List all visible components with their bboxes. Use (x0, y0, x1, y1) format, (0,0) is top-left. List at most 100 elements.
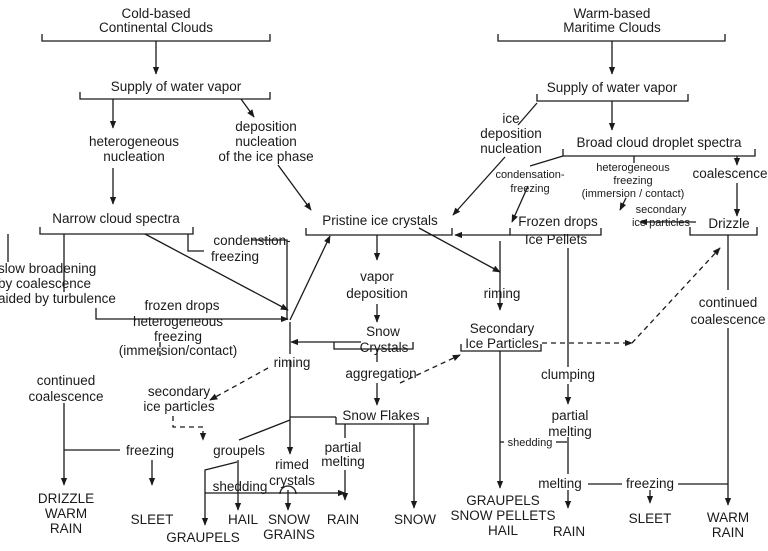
outcome-sleet-right: SLEET (629, 511, 672, 526)
svg-text:riming: riming (484, 286, 521, 301)
node-vapor-deposition: vapor deposition (346, 269, 408, 301)
outcome-snow-grains: SNOW GRAINS (263, 512, 315, 542)
svg-text:melting: melting (548, 424, 592, 439)
svg-text:continued: continued (37, 373, 96, 388)
svg-text:Maritime Clouds: Maritime Clouds (563, 20, 661, 35)
svg-text:GRAINS: GRAINS (263, 527, 315, 542)
svg-text:heterogeneous: heterogeneous (133, 314, 223, 329)
svg-text:WARM: WARM (707, 510, 749, 525)
svg-text:Pristine ice crystals: Pristine ice crystals (322, 213, 438, 228)
svg-text:deposition: deposition (346, 286, 408, 301)
svg-text:nucleation: nucleation (103, 149, 165, 164)
svg-text:nucleation: nucleation (480, 141, 542, 156)
svg-text:GRAUPELS: GRAUPELS (166, 530, 240, 545)
node-freezing-left: freezing (126, 443, 174, 458)
svg-text:deposition: deposition (480, 126, 542, 141)
svg-text:GRAUPELS: GRAUPELS (466, 493, 540, 508)
node-shedding-right: shedding (508, 437, 553, 449)
svg-text:freezing: freezing (626, 476, 674, 491)
node-clumping: clumping (541, 367, 595, 382)
svg-text:coalescence: coalescence (690, 312, 765, 327)
svg-text:rimed: rimed (275, 457, 309, 472)
svg-text:Warm-based: Warm-based (574, 6, 651, 21)
svg-text:Continental Clouds: Continental Clouds (99, 20, 213, 35)
outcome-graupels-left: GRAUPELS (166, 530, 240, 545)
node-condensation-freezing-left: condenstion- freezing (211, 233, 291, 264)
svg-text:Secondary: Secondary (470, 321, 535, 336)
svg-text:condenstion-: condenstion- (213, 233, 290, 248)
svg-text:(immersion/contact): (immersion/contact) (119, 343, 238, 358)
svg-text:melting: melting (538, 476, 582, 491)
svg-text:secondary: secondary (636, 204, 687, 216)
svg-text:coalescence: coalescence (28, 389, 103, 404)
svg-text:clumping: clumping (541, 367, 595, 382)
svg-text:shedding: shedding (508, 437, 553, 449)
svg-text:SLEET: SLEET (131, 512, 174, 527)
node-heterogeneous-freezing-right: heterogeneous freezing (immersion / cont… (582, 162, 685, 200)
svg-text:by coalescence: by coalescence (0, 276, 91, 291)
svg-text:slow broadening: slow broadening (0, 261, 96, 276)
svg-text:Frozen drops: Frozen drops (518, 214, 598, 229)
node-heterogeneous-nucleation: heterogeneous nucleation (89, 134, 179, 164)
svg-text:(immersion / contact): (immersion / contact) (582, 188, 685, 200)
node-supply-right: Supply of water vapor (547, 80, 678, 95)
svg-text:partial: partial (552, 408, 589, 423)
svg-text:heterogeneous: heterogeneous (596, 162, 670, 174)
svg-text:coalescence: coalescence (692, 166, 767, 181)
outcome-rain-left: RAIN (327, 512, 359, 527)
node-freezing-right: freezing (626, 476, 674, 491)
node-melting: melting (538, 476, 582, 491)
node-drizzle: Drizzle (708, 216, 749, 231)
svg-text:Drizzle: Drizzle (708, 216, 749, 231)
node-groupels: groupels (213, 443, 265, 458)
svg-text:SNOW PELLETS: SNOW PELLETS (450, 508, 555, 523)
node-shedding-left: shedding (213, 479, 268, 494)
node-cold-clouds: Cold-based Continental Clouds (99, 6, 213, 35)
node-pristine-ice-crystals: Pristine ice crystals (322, 213, 438, 228)
node-continued-coalescence-right: continued coalescence (690, 295, 765, 327)
svg-text:frozen drops: frozen drops (144, 298, 219, 313)
svg-text:RAIN: RAIN (50, 521, 82, 536)
node-ice-deposition-nucleation: ice deposition nucleation (480, 111, 542, 156)
svg-text:RAIN: RAIN (327, 512, 359, 527)
node-partial-melting-right: partial melting (548, 408, 592, 439)
outcome-drizzle-warm-rain: DRIZZLE WARM RAIN (38, 491, 94, 536)
node-broad-spectra: Broad cloud droplet spectra (576, 135, 742, 150)
node-supply-left: Supply of water vapor (111, 79, 242, 94)
svg-text:Supply of water vapor: Supply of water vapor (547, 80, 678, 95)
svg-text:Snow Flakes: Snow Flakes (342, 408, 420, 423)
svg-text:Cold-based: Cold-based (121, 6, 190, 21)
svg-text:partial: partial (325, 440, 362, 455)
node-coalescence-right: coalescence (692, 166, 767, 181)
svg-text:secondary: secondary (148, 384, 211, 399)
connector-lines (7, 34, 758, 526)
node-riming-left: riming (274, 355, 311, 370)
svg-text:condensation-: condensation- (495, 169, 564, 181)
svg-text:HAIL: HAIL (488, 523, 519, 538)
svg-text:aggregation: aggregation (345, 366, 416, 381)
node-condensation-freezing-right: condensation- freezing (495, 169, 564, 195)
svg-text:Snow: Snow (366, 324, 400, 339)
svg-text:Crystals: Crystals (360, 340, 409, 355)
svg-text:of the ice phase: of the ice phase (218, 149, 313, 164)
svg-text:Ice Particles: Ice Particles (465, 336, 539, 351)
svg-text:Ice Pellets: Ice Pellets (525, 232, 588, 247)
svg-text:SLEET: SLEET (629, 511, 672, 526)
node-narrow-spectra: Narrow cloud spectra (52, 211, 180, 226)
svg-text:ice particles: ice particles (143, 399, 215, 414)
node-secondary-particles-right: secondary ice particles (632, 204, 691, 229)
node-aggregation: aggregation (345, 366, 416, 381)
svg-text:Narrow cloud spectra: Narrow cloud spectra (52, 211, 180, 226)
svg-text:WARM: WARM (45, 506, 87, 521)
node-continued-coalescence-left: continued coalescence (28, 373, 103, 404)
svg-text:freezing: freezing (126, 443, 174, 458)
node-warm-clouds: Warm-based Maritime Clouds (563, 6, 661, 35)
outcome-rain-right: RAIN (553, 524, 585, 539)
svg-text:freezing: freezing (211, 249, 259, 264)
svg-text:melting: melting (321, 454, 365, 469)
svg-text:SNOW: SNOW (394, 512, 436, 527)
svg-text:aided by turbulence: aided by turbulence (0, 291, 116, 306)
node-partial-melting-middle: partial melting (321, 440, 365, 469)
svg-text:Supply of water vapor: Supply of water vapor (111, 79, 242, 94)
svg-text:groupels: groupels (213, 443, 265, 458)
